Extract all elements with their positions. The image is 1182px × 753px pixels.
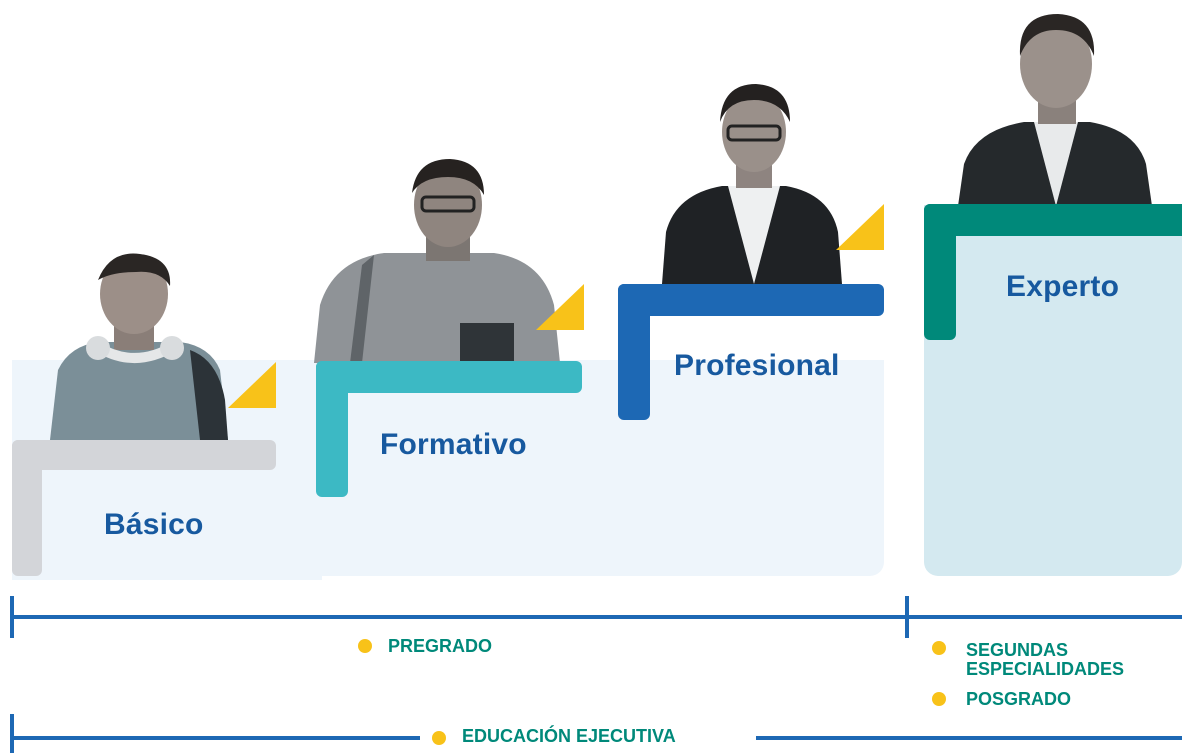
executive-line-right	[756, 736, 1182, 740]
educacion-ejecutiva-label: EDUCACIÓN EJECUTIVA	[462, 726, 676, 746]
expert-step-bar	[924, 204, 1182, 236]
timeline-tick-start	[10, 596, 14, 638]
bullet-dot	[932, 692, 946, 706]
executive-line-left	[10, 736, 420, 740]
young-professional-in-suit-photo	[662, 82, 844, 284]
timeline-tick-divider	[905, 596, 909, 638]
professional-step-post	[618, 284, 650, 420]
expert-step-post	[924, 204, 956, 340]
posgrado-label: POSGRADO	[966, 689, 1072, 709]
basic-step-bar	[12, 440, 276, 470]
level-experto-label: Experto	[1006, 270, 1120, 303]
yellow-triangle-accent	[836, 204, 884, 250]
bullet-dot	[358, 639, 372, 653]
bullet-dot	[432, 731, 446, 745]
formative-step-bar	[316, 361, 582, 393]
student-with-book-photo	[314, 155, 564, 363]
timeline-line-top	[10, 615, 1182, 619]
bullet-dot	[932, 641, 946, 655]
level-formativo-label: Formativo	[380, 428, 527, 461]
level-basico-label: Básico	[104, 508, 204, 541]
pregrado-label: PREGRADO	[388, 636, 493, 656]
student-with-headphones-photo	[40, 250, 240, 440]
professional-step-bar	[618, 284, 884, 316]
expert-background	[924, 205, 1182, 576]
basic-step-post	[12, 440, 42, 576]
yellow-triangle-accent	[536, 284, 584, 330]
yellow-triangle-accent	[228, 362, 276, 408]
formative-step-post	[316, 361, 348, 497]
level-profesional-label: Profesional	[674, 349, 840, 382]
expert-in-suit-photo	[958, 14, 1154, 206]
segundas-especialidades-label: SEGUNDAS ESPECIALIDADES	[966, 640, 1125, 679]
timeline-tick-executive	[10, 714, 14, 753]
